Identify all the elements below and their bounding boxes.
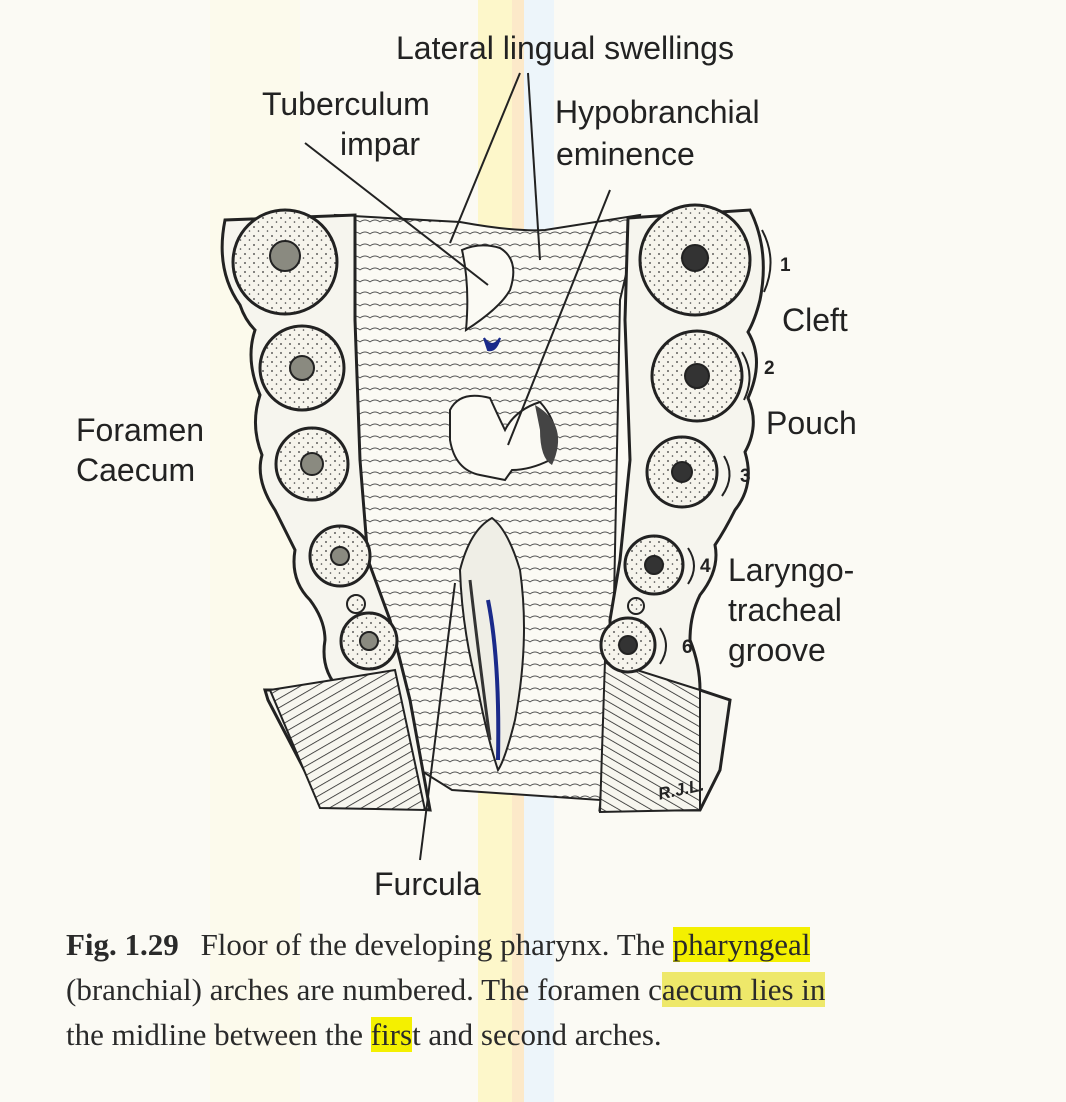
figure-caption: Fig. 1.29 Floor of the developing pharyn… — [66, 922, 1046, 1057]
arch-number-3: 3 — [740, 466, 751, 487]
highlighted-text: firs — [370, 1017, 413, 1052]
label-caecum: Caecum — [76, 452, 196, 488]
label-pouch: Pouch — [766, 405, 857, 441]
arch-number-2: 2 — [764, 358, 775, 379]
pharynx-floor-illustration — [220, 72, 772, 861]
figure-number: Fig. 1.29 — [66, 927, 179, 962]
caption-text: (branchial) arches are numbered. The for… — [66, 972, 662, 1007]
label-tracheal: tracheal — [728, 592, 842, 628]
label-hypobranchial: Hypobranchial — [555, 94, 760, 130]
label-cleft: Cleft — [782, 302, 848, 338]
label-eminence: eminence — [556, 136, 695, 172]
label-tuberculum: Tuberculum — [262, 86, 430, 122]
label-lateral-lingual-swellings: Lateral lingual swellings — [396, 30, 734, 66]
label-foramen: Foramen — [76, 412, 205, 448]
arch-number-4: 4 — [700, 556, 711, 577]
caption-text: Floor of the developing pharynx. The — [200, 927, 665, 962]
caption-text: the midline between the — [66, 1017, 363, 1052]
caption-text: t and second arches. — [412, 1017, 662, 1052]
label-laryngo: Laryngo- — [728, 552, 855, 588]
highlighted-text: pharyngeal — [672, 927, 811, 962]
highlighted-text: aecum lies in — [661, 972, 826, 1007]
label-groove: groove — [728, 632, 826, 668]
arch-number-6: 6 — [682, 637, 693, 658]
arch-number-1: 1 — [780, 255, 791, 276]
label-furcula: Furcula — [374, 866, 481, 902]
label-impar: impar — [340, 126, 421, 162]
